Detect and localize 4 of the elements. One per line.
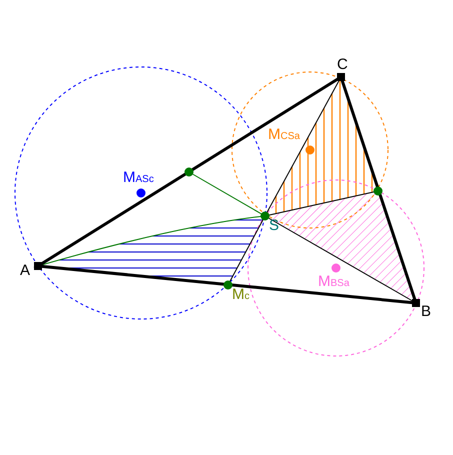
vertex-label: A <box>20 263 30 279</box>
vertex-label: B <box>421 304 432 320</box>
point-label: S <box>269 218 280 234</box>
vertex-label: C <box>337 57 348 73</box>
